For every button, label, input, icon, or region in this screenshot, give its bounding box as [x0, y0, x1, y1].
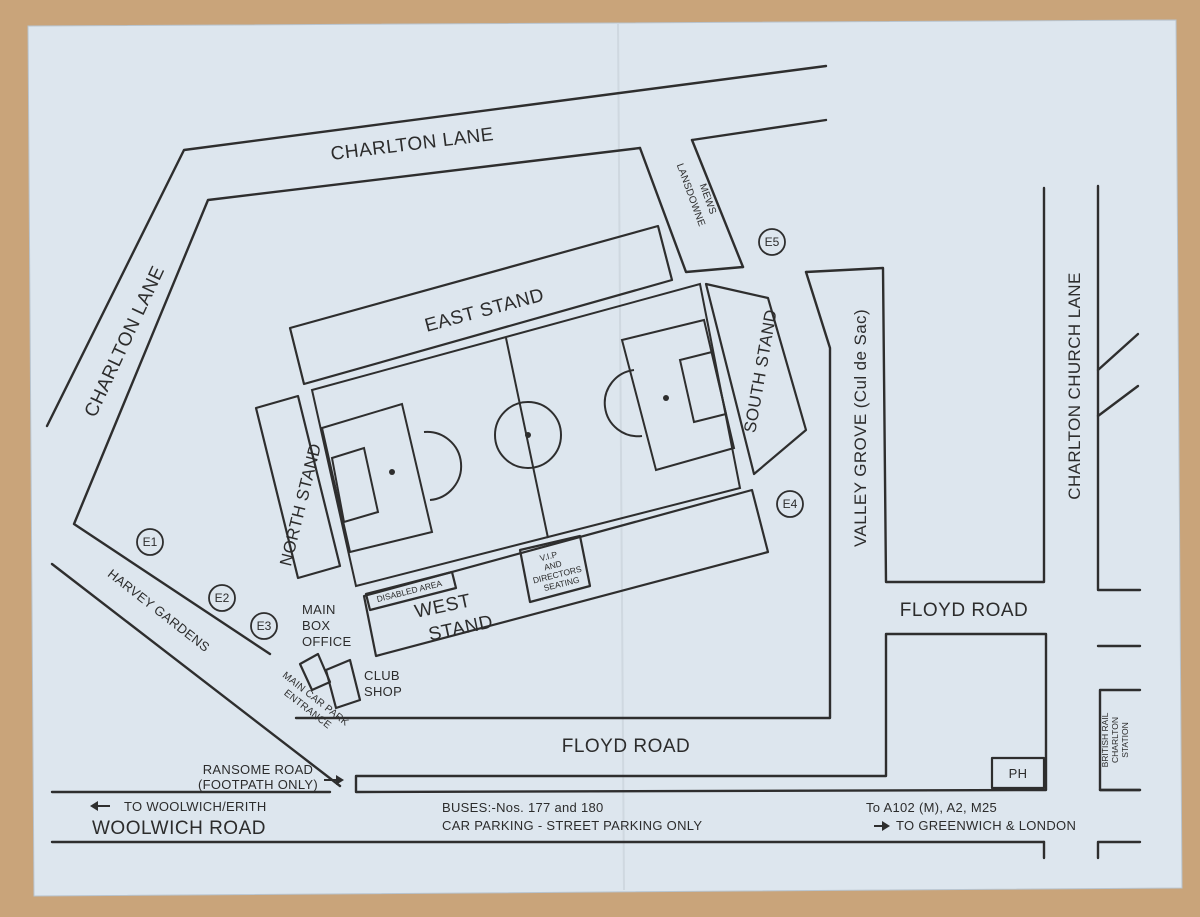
arrow-left-icon: [90, 801, 110, 811]
arrow-right-icon: [874, 821, 890, 831]
charlton-church-lane-label: CHARLTON CHURCH LANE: [1065, 272, 1084, 499]
svg-text:BRITISH RAIL: BRITISH RAIL: [1100, 712, 1110, 767]
west-stand: [362, 488, 770, 658]
woolwich-road-label: WOOLWICH ROAD: [92, 818, 266, 839]
south-penalty-arc: [603, 369, 643, 438]
fold-crease: [617, 23, 625, 891]
pub-box: [990, 756, 1046, 790]
svg-text:STATION: STATION: [1120, 722, 1130, 758]
centre-spot: [525, 432, 531, 438]
north-penalty-spot: [389, 469, 395, 475]
south-penalty-spot: [663, 395, 669, 401]
svg-text:OFFICE: OFFICE: [302, 634, 351, 649]
svg-text:E5: E5: [765, 235, 780, 249]
pub-label: PH: [1009, 766, 1028, 781]
club-shop-building: [324, 658, 362, 710]
halfway-line: [505, 337, 549, 539]
svg-text:(FOOTPATH ONLY): (FOOTPATH ONLY): [198, 777, 318, 792]
entrance-e3: E3: [250, 612, 278, 640]
buses-label: BUSES:-Nos. 177 and 180: [442, 800, 604, 815]
svg-text:RANSOME ROAD: RANSOME ROAD: [203, 762, 314, 777]
main-box-office-label: MAIN BOX OFFICE: [302, 602, 351, 649]
paper-sheet: [27, 19, 1183, 897]
to-woolwich-label: TO WOOLWICH/ERITH: [124, 799, 267, 814]
club-shop-label: CLUB SHOP: [364, 668, 402, 699]
south-stand: [704, 282, 808, 476]
svg-text:AND: AND: [543, 558, 563, 572]
valley-grove-left-edge: [294, 270, 832, 720]
vip-box: [518, 534, 592, 604]
floyd-road-right-label: FLOYD ROAD: [900, 600, 1029, 621]
north-penalty-arc: [423, 430, 463, 501]
entrance-e5: E5: [758, 228, 786, 256]
station-label: BRITISH RAIL CHARLTON STATION: [1100, 712, 1130, 767]
north-stand: [254, 394, 342, 580]
arrow-right-icon: [324, 775, 344, 785]
charlton-lane-inner-edge: [72, 146, 642, 656]
svg-text:E2: E2: [215, 591, 230, 605]
charlton-church-lane-left: [1096, 184, 1142, 592]
entrance-e4: E4: [776, 490, 804, 518]
lansdowne-mews-right: [690, 118, 828, 142]
rail-crossing-1: [1096, 332, 1140, 372]
ransome-road-label: RANSOME ROAD (FOOTPATH ONLY): [198, 762, 318, 792]
valley-grove-label: VALLEY GROVE (Cul de Sac): [851, 309, 870, 547]
valley-grove-outline: [804, 186, 1046, 584]
lansdowne-mews-corner: [690, 138, 745, 269]
svg-text:E4: E4: [783, 497, 798, 511]
floyd-road-bottom-label: FLOYD ROAD: [562, 736, 691, 757]
south-penalty-area: [620, 318, 736, 472]
to-greenwich-label: TO GREENWICH & LONDON: [896, 818, 1076, 833]
parking-label: CAR PARKING - STREET PARKING ONLY: [442, 818, 702, 833]
svg-text:V.I.P: V.I.P: [539, 549, 559, 563]
north-penalty-area: [320, 402, 434, 554]
charlton-lane-outer-edge: [45, 64, 828, 428]
svg-text:E1: E1: [143, 535, 158, 549]
svg-text:CHARLTON: CHARLTON: [1110, 717, 1120, 763]
floyd-road-block: [354, 632, 1048, 794]
north-goal-area: [330, 446, 380, 524]
svg-text:BOX: BOX: [302, 618, 330, 633]
entrance-e1: E1: [136, 528, 164, 556]
disabled-area-box: [364, 570, 458, 612]
svg-text:SHOP: SHOP: [364, 684, 402, 699]
centre-circle: [494, 401, 562, 469]
svg-text:MAIN: MAIN: [302, 602, 336, 617]
rail-crossing-2: [1096, 384, 1140, 418]
entrance-e2: E2: [208, 584, 236, 612]
harvey-gardens-edge: [50, 562, 342, 788]
east-stand: [288, 224, 674, 386]
pitch-boundary: [310, 282, 742, 588]
south-goal-area: [678, 350, 728, 424]
to-a102-label: To A102 (M), A2, M25: [866, 800, 997, 815]
woolwich-road-bottom-right: [1096, 840, 1142, 860]
svg-text:CLUB: CLUB: [364, 668, 400, 683]
svg-text:E3: E3: [257, 619, 272, 633]
lansdowne-mews-left: [638, 146, 745, 274]
